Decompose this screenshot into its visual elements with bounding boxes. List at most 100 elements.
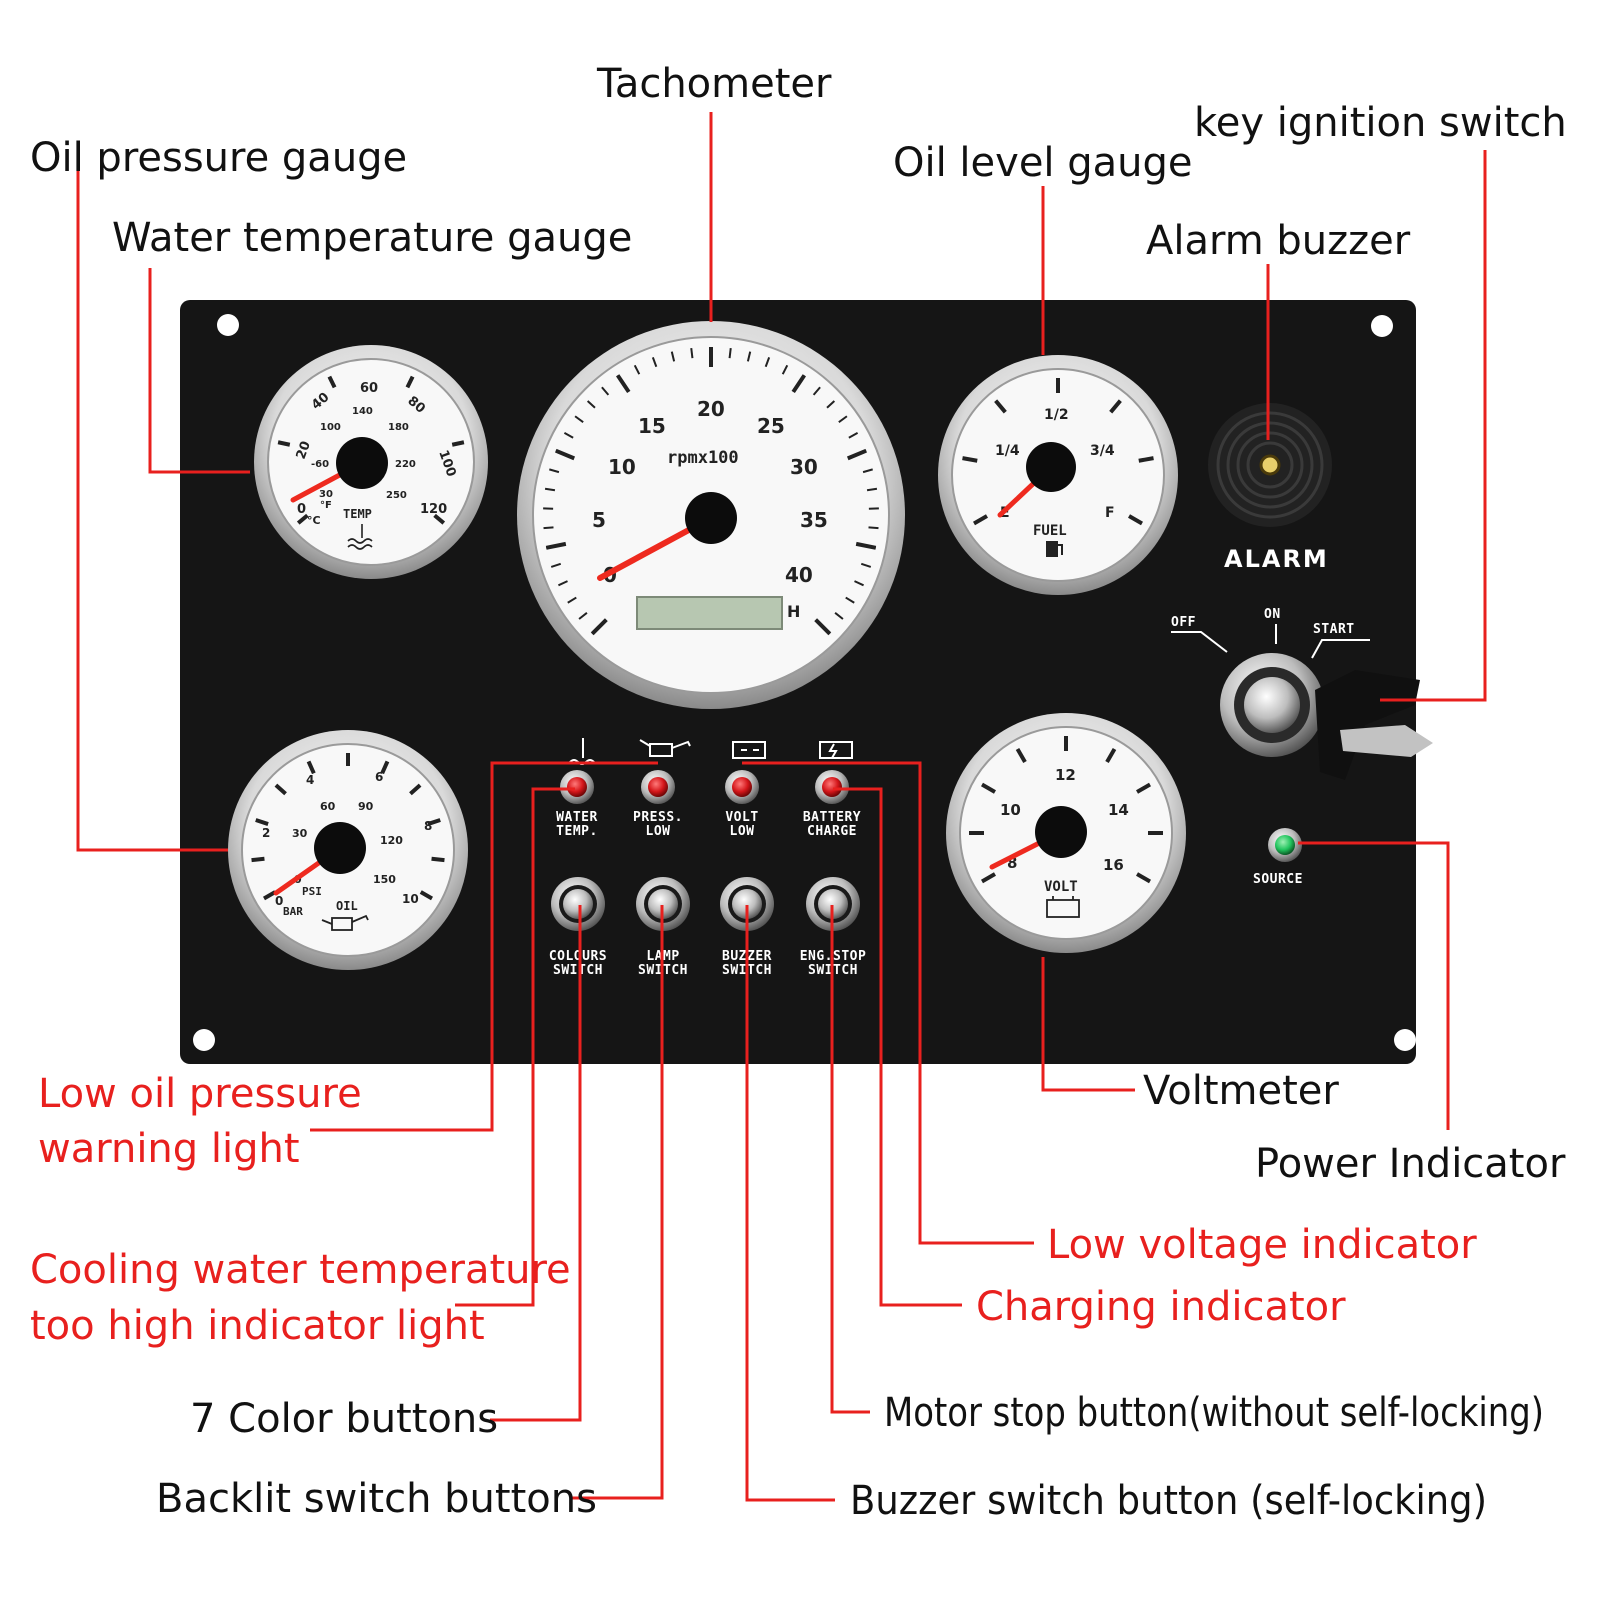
oil-bar-8: 8	[424, 819, 432, 833]
mount-hole	[217, 314, 239, 336]
dial-tick	[251, 856, 265, 863]
oil-level-callout: Oil level gauge	[893, 140, 1193, 186]
key-ignition-leader	[1380, 150, 1487, 702]
oil-pressure-leader	[76, 160, 228, 852]
fuel-pump-icon	[1046, 541, 1063, 557]
warning-light-label: VOLT	[725, 810, 758, 825]
alarm-buzzer	[1208, 403, 1332, 527]
fuel-quarter: 1/4	[995, 443, 1020, 459]
color-buttons-callout: 7 Color buttons	[190, 1396, 498, 1442]
dial-tick	[838, 415, 848, 423]
tach-35: 35	[800, 508, 828, 532]
warning-light-label: BATTERY	[803, 810, 861, 825]
oil-psi-30: 30	[292, 827, 308, 840]
dial-tick	[601, 386, 610, 396]
dial-tick	[550, 562, 562, 568]
dial-tick	[848, 432, 859, 439]
dial-tick	[543, 526, 554, 530]
hour-meter-lcd	[636, 596, 783, 630]
tach-10: 10	[608, 455, 636, 479]
tach-30: 30	[790, 455, 818, 479]
oil-psi-150: 150	[373, 873, 396, 886]
oil-psi-unit: PSI	[302, 885, 322, 898]
switch-cap[interactable]	[732, 889, 762, 919]
battery-icon	[1046, 896, 1080, 918]
temp-f-30: 30	[319, 489, 333, 500]
fuel-f: F	[1105, 505, 1115, 521]
warning-light-lamp	[648, 777, 668, 797]
dial-tick	[558, 580, 568, 587]
temp-f-low: -60	[311, 459, 329, 470]
mount-hole	[193, 1029, 215, 1051]
dial-tick	[433, 513, 446, 525]
dial-tick	[972, 514, 988, 526]
dial-tick	[854, 580, 864, 587]
leader-lines	[76, 112, 1487, 1502]
low-oil-pressure-callout-line2: warning light	[38, 1126, 300, 1172]
voltmeter-callout: Voltmeter	[1143, 1068, 1339, 1114]
oil-pressure-gauge: 0 2 4 6 8 10 0 30 60 90 120 150 PSI BAR …	[228, 730, 468, 970]
water-temp-leader	[148, 268, 250, 474]
warning-light-1: PRESS.LOW	[633, 770, 683, 839]
warning-light-lamp	[567, 777, 587, 797]
dial-tick	[866, 487, 878, 492]
dial-tick	[306, 760, 316, 775]
switch-cap[interactable]	[563, 889, 593, 919]
tachometer-callout: Tachometer	[596, 61, 832, 107]
motor-stop-callout: Motor stop button(without self-locking)	[884, 1390, 1544, 1436]
dial-tick	[690, 348, 694, 359]
temp-c-20: 20	[294, 439, 314, 461]
dial-tick	[1109, 399, 1122, 414]
cooling-water-callout-line1: Cooling water temperature	[30, 1247, 571, 1293]
dial-tick	[405, 375, 415, 389]
major-tick-marks	[969, 736, 1163, 884]
dial-tick	[797, 374, 806, 385]
alarm-buzzer-callout: Alarm buzzer	[1146, 218, 1411, 264]
dial-tick	[980, 872, 996, 884]
temp-c-unit: °C	[307, 514, 321, 527]
hour-meter-unit: H	[787, 602, 800, 621]
ignition-start-label: START	[1313, 622, 1355, 637]
tach-20: 20	[697, 397, 725, 421]
dial-tick	[856, 449, 867, 456]
oil-psi-90: 90	[358, 800, 374, 813]
major-tick-marks	[962, 378, 1154, 526]
battery-charge-icon	[819, 741, 853, 759]
buzzer-switch-leader	[745, 905, 835, 1502]
oil-bar-4: 4	[306, 773, 314, 787]
temp-c-120: 120	[420, 502, 447, 517]
voltmeter: 8 10 12 14 16 VOLT	[946, 713, 1186, 953]
tach-hub	[685, 492, 737, 544]
dial-tick	[544, 487, 556, 492]
warning-light-label: PRESS.	[633, 810, 683, 825]
dial-tick	[1105, 747, 1117, 763]
dial-tick	[1015, 747, 1027, 763]
dial-tick	[555, 449, 566, 456]
ignition-on-label: ON	[1264, 607, 1281, 622]
low-voltage-leader	[742, 761, 1034, 1245]
switch-cap[interactable]	[648, 889, 678, 919]
key-ignition-switch[interactable]	[1220, 653, 1433, 780]
dial-tick	[868, 526, 879, 530]
dial-tick	[764, 357, 771, 368]
dial-tick	[822, 626, 831, 635]
fuel-three-quarter: 3/4	[1090, 443, 1115, 459]
dial-tick	[277, 440, 291, 447]
dial-tick	[1138, 456, 1154, 463]
dial-tick	[616, 374, 625, 385]
warning-light-label: CHARGE	[807, 824, 857, 839]
switch-cap[interactable]	[818, 889, 848, 919]
oil-label: OIL	[336, 899, 358, 913]
dial-tick	[586, 400, 596, 409]
dial-tick	[567, 596, 577, 604]
temp-f-100: 100	[320, 422, 341, 433]
motor-stop-leader	[830, 905, 870, 1414]
dial-tick	[980, 782, 996, 794]
tach-unit: rpmx100	[667, 448, 739, 468]
dial-tick	[274, 783, 287, 796]
ignition-off-marker	[1171, 631, 1228, 653]
dial-tick	[327, 375, 337, 389]
